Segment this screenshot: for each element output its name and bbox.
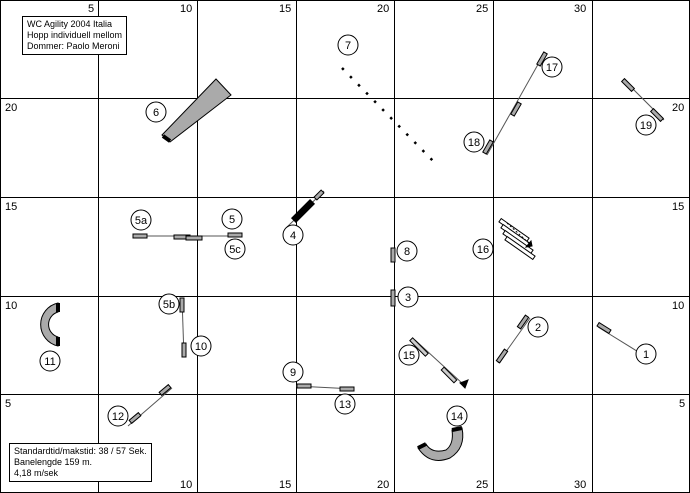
tunnel-11 [40,302,59,347]
svg-text:2: 2 [535,322,541,334]
obstacles [40,51,665,461]
grid-label-top: 10 [180,3,192,15]
grid-label-left: 5 [5,398,11,410]
svg-text:9: 9 [290,367,296,379]
number-13: 13 [334,393,356,415]
number-19: 19 [635,114,657,136]
number-5a: 5a [130,209,152,231]
course-length: Banelengde 159 m. [14,457,93,467]
svg-text:3: 3 [405,292,411,304]
svg-text:18: 18 [468,137,480,149]
svg-text:7: 7 [345,40,351,52]
grid-label-right: 5 [679,398,685,410]
number-8: 8 [396,240,418,262]
number-4: 4 [282,224,304,246]
number-5b: 5b [158,293,180,315]
course-judge: Dommer: Paolo Meroni [27,41,120,51]
svg-text:11: 11 [44,356,55,368]
number-7: 7 [337,34,359,56]
jump-17-18 [482,51,548,156]
number-3: 3 [397,286,419,308]
grid-label-bottom: 15 [279,479,291,491]
grid-label-left: 10 [5,300,17,312]
jump-19 [620,77,665,123]
grid-label-bottom: 30 [574,479,586,491]
jump-5 [132,232,243,241]
grid-label-top: 20 [377,3,389,15]
svg-text:5: 5 [229,214,235,226]
number-11: 11 [39,350,61,372]
speed: 4,18 m/sek [14,468,59,478]
svg-text:10: 10 [195,341,207,353]
svg-text:16: 16 [477,244,489,256]
grid-label-top: 5 [88,3,94,15]
grid-label-top: 15 [279,3,291,15]
grid-label-bottom: 10 [180,479,192,491]
svg-text:8: 8 [404,246,410,258]
obstacle-numbers: 1 2 3 4 5 5a 5b 5c 6 7 8 9 10 11 12 13 1… [39,34,657,427]
number-9: 9 [282,361,304,383]
grid-label-left: 15 [5,201,17,213]
number-17: 17 [541,56,563,78]
number-1: 1 [635,343,657,365]
grid-label-top: 25 [476,3,488,15]
grid-label-right: 10 [672,300,684,312]
number-12: 12 [107,405,129,427]
svg-text:17: 17 [546,62,558,74]
grid-label-right: 15 [672,201,684,213]
svg-text:19: 19 [640,120,652,132]
number-16: 16 [472,238,494,260]
svg-text:5c: 5c [229,244,241,256]
course-stats-box: Standardtid/makstid: 38 / 57 Sek. Banele… [9,443,152,482]
jump-1 [596,321,641,354]
svg-text:4: 4 [290,230,296,242]
course-title: WC Agility 2004 Italia [27,19,113,29]
svg-text:12: 12 [112,411,124,423]
number-2: 2 [527,316,549,338]
jump-3 [390,289,396,307]
grid-label-left: 20 [5,102,17,114]
dotted-line-7 [341,67,438,166]
number-14: 14 [446,405,468,427]
svg-text:6: 6 [153,107,159,119]
number-6: 6 [145,101,167,123]
number-10: 10 [190,335,212,357]
standard-time: Standardtid/makstid: 38 / 57 Sek. [14,446,147,456]
jump-15 [409,337,469,389]
jump-8 [390,247,396,263]
number-5c: 5c [224,238,246,260]
jump-10 [179,297,187,358]
svg-text:5b: 5b [163,299,175,311]
grid-label-bottom: 20 [377,479,389,491]
grid-labels: 5 10 15 20 25 30 10 15 20 25 30 20 15 10… [5,3,685,491]
jump-2 [495,314,531,364]
grid-label-top: 30 [574,3,586,15]
grid-label-bottom: 25 [476,479,488,491]
jump-16 [498,217,536,261]
jump-13 [295,383,355,392]
jump-12 [127,383,173,427]
svg-text:5a: 5a [135,215,148,227]
svg-text:1: 1 [643,349,649,361]
svg-text:13: 13 [339,399,351,411]
grid-label-right: 20 [672,102,684,114]
number-18: 18 [463,131,485,153]
svg-text:14: 14 [451,411,463,423]
svg-text:15: 15 [403,350,415,362]
number-15: 15 [398,344,420,366]
course-info-box: WC Agility 2004 Italia Hopp individuell … [22,16,128,55]
number-5: 5 [221,208,243,230]
course-class: Hopp individuell mellom [27,30,123,40]
seesaw-4 [285,189,325,229]
tunnel-6 [161,78,232,143]
